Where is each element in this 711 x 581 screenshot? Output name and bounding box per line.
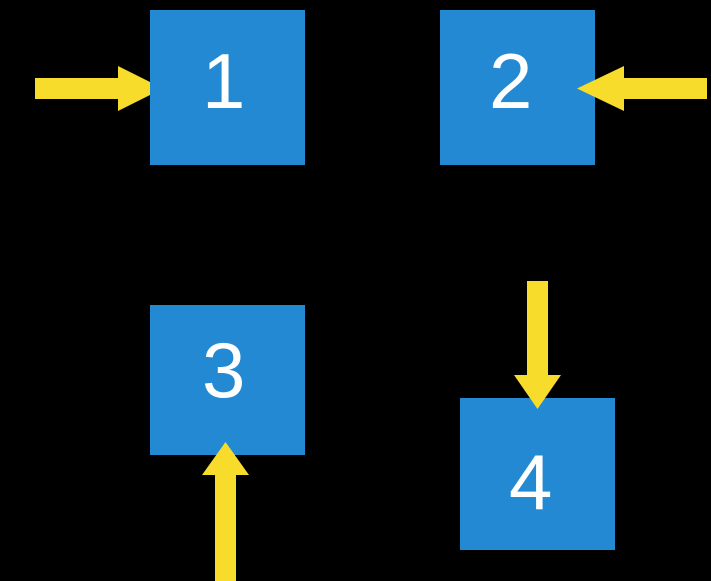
- arrow-into-node-4: [514, 281, 561, 409]
- node-label-4: 4: [509, 438, 553, 526]
- arrow-left-icon: [577, 66, 707, 111]
- arrow-into-node-2: [577, 66, 707, 111]
- node-label-1: 1: [202, 37, 246, 125]
- arrow-into-node-3: [202, 442, 249, 581]
- node-box-3[interactable]: [150, 305, 305, 455]
- node-box-1[interactable]: [150, 10, 305, 165]
- node-box-2[interactable]: [440, 10, 595, 165]
- node-label-2: 2: [489, 37, 533, 125]
- arrow-down-icon: [514, 281, 561, 409]
- node-label-3: 3: [202, 326, 246, 414]
- arrow-right-icon: [35, 66, 163, 111]
- node-box-4[interactable]: [460, 398, 615, 550]
- arrow-into-node-1: [35, 66, 163, 111]
- arrow-up-icon: [202, 442, 249, 581]
